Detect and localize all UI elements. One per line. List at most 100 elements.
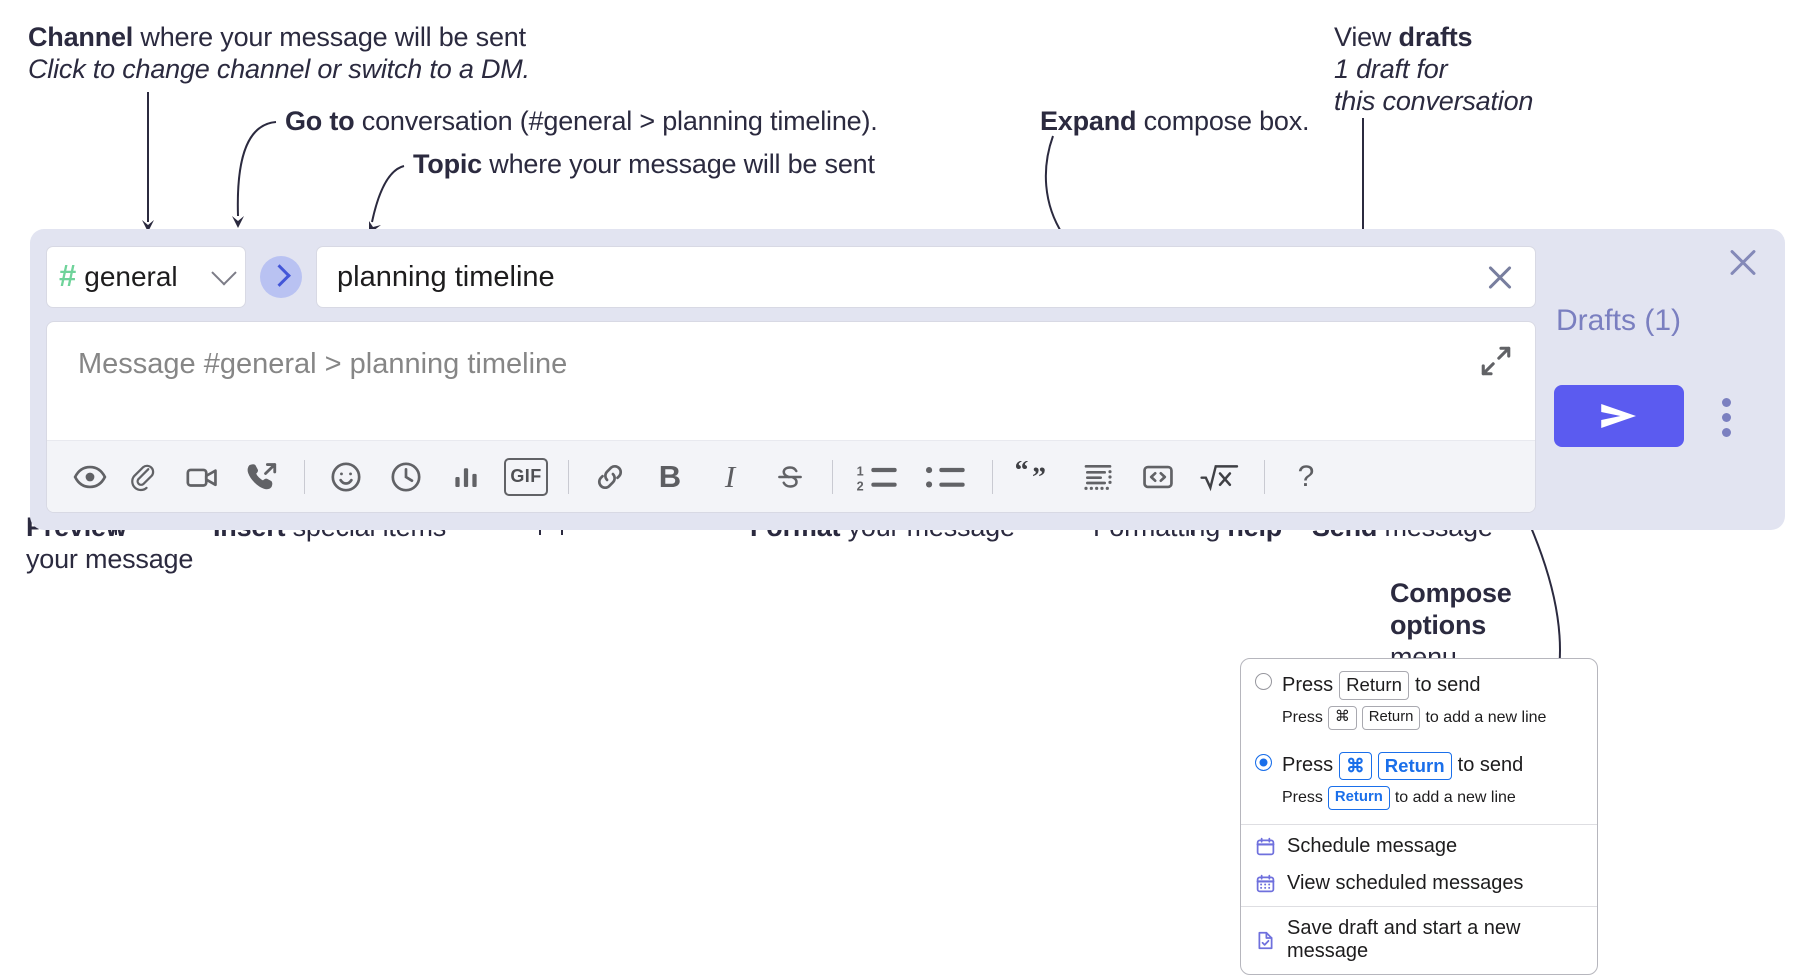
close-icon[interactable] (1725, 245, 1761, 281)
annotation-drafts-line1: View drafts (1334, 22, 1473, 54)
annotation-channel-title-rest: where your message will be sent (133, 22, 526, 52)
svg-text:1: 1 (857, 464, 864, 478)
code-block-icon[interactable] (1076, 455, 1120, 499)
annotation-topic-bold: Topic (413, 149, 482, 179)
compose-options-button[interactable] (1714, 392, 1738, 442)
annotation-compose-options-bold2: options (1390, 610, 1487, 640)
call-icon[interactable] (240, 455, 284, 499)
formatting-toolbar: GIF B I (47, 440, 1535, 512)
channel-name-label: general (84, 261, 178, 292)
annotation-channel-title-bold: Channel (28, 22, 134, 52)
annotation-expand-rest: compose box. (1136, 106, 1310, 136)
italic-icon[interactable]: I (708, 455, 752, 499)
link-icon[interactable] (588, 455, 632, 499)
dot-1 (1721, 397, 1731, 407)
drafts-link[interactable]: Drafts (1) (1556, 304, 1682, 337)
help-icon[interactable]: ? (1284, 455, 1328, 499)
toolbar-divider-2 (568, 459, 569, 494)
toolbar-divider-4 (992, 459, 993, 494)
toolbar-divider-1 (304, 459, 305, 494)
drafts-zone: Drafts (1) (1536, 229, 1785, 530)
menu-divider-1 (1241, 824, 1597, 826)
radio2-sub-prefix: Press (1282, 789, 1323, 807)
key-command: ⌘ (1327, 705, 1357, 730)
attachment-icon[interactable] (120, 455, 164, 499)
annotation-goto-rest: conversation (#general > planning timeli… (354, 106, 878, 136)
hash-icon: # (59, 258, 77, 293)
inline-code-icon[interactable] (1136, 455, 1180, 499)
annotation-drafts-bold: drafts (1398, 22, 1473, 52)
send-button[interactable] (1554, 385, 1684, 447)
radio2-prefix: Press (1282, 754, 1334, 777)
toolbar-divider-5 (1264, 459, 1265, 494)
menu-option-cmd-return-to-send[interactable]: Press ⌘ Return to send (1241, 740, 1597, 783)
annotation-channel-title: Channel where your message will be sent (28, 22, 526, 54)
menu-item-view-scheduled-messages[interactable]: View scheduled messages (1241, 865, 1597, 902)
strikethrough-icon[interactable] (768, 455, 812, 499)
italic-label: I (724, 458, 736, 494)
radio2-suffix: to send (1457, 754, 1524, 777)
expand-compose-icon[interactable] (1479, 344, 1513, 378)
menu-item-save-draft[interactable]: Save draft and start a new message (1241, 907, 1597, 974)
video-icon[interactable] (180, 455, 224, 499)
save-draft-icon (1255, 930, 1276, 951)
annotation-goto-bold: Go to (285, 106, 355, 136)
radio-return-to-send[interactable] (1255, 673, 1272, 690)
message-box[interactable]: Message #general > planning timeline (46, 321, 1536, 513)
calendar-grid-icon (1255, 873, 1276, 894)
svg-text:2: 2 (857, 479, 864, 493)
chevron-right-icon (268, 264, 291, 287)
radio1-prefix: Press (1282, 673, 1334, 696)
toolbar-divider-3 (832, 459, 833, 494)
key-return: Return (1339, 671, 1409, 700)
svg-text:”: ” (1032, 462, 1046, 493)
svg-text:“: “ (1016, 461, 1029, 487)
poll-icon[interactable] (444, 455, 488, 499)
emoji-icon[interactable] (324, 455, 368, 499)
gif-icon[interactable]: GIF (504, 455, 548, 499)
go-to-conversation-button[interactable] (260, 256, 302, 298)
radio2-sub-suffix: to add a new line (1394, 789, 1516, 807)
bold-icon[interactable]: B (648, 455, 692, 499)
radio-cmd-return-to-send[interactable] (1255, 753, 1272, 771)
annotation-compose-options-line2: options (1390, 610, 1486, 642)
topic-field[interactable]: planning timeline (316, 246, 1536, 308)
key-return-sub: Return (1361, 705, 1421, 730)
key-return-2: Return (1377, 751, 1452, 781)
radio1-sublabel: Press ⌘ Return to add a new line (1241, 702, 1597, 740)
menu-item-schedule-message[interactable]: Schedule message (1241, 825, 1597, 865)
annotation-topic: Topic where your message will be sent (413, 149, 875, 181)
help-label: ? (1297, 459, 1315, 493)
message-input[interactable]: Message #general > planning timeline (78, 348, 568, 380)
annotation-channel-sub: Click to change channel or switch to a D… (28, 54, 530, 84)
menu-option-return-to-send[interactable]: Press Return to send (1241, 659, 1597, 702)
clock-icon[interactable] (384, 455, 428, 499)
chevron-down-icon (211, 260, 237, 286)
math-icon[interactable] (1196, 455, 1244, 499)
annotation-drafts-line2: 1 draft for (1334, 54, 1448, 84)
menu-item-label: Save draft and start a new message (1287, 917, 1521, 963)
clear-topic-icon[interactable] (1483, 260, 1517, 294)
menu-item-label: Schedule message (1287, 835, 1458, 858)
dot-2 (1721, 412, 1731, 422)
bold-label: B (658, 458, 682, 494)
send-arrow-icon (1601, 403, 1636, 429)
annotation-preview-line2: your message (26, 544, 194, 574)
channel-picker[interactable]: # general (46, 246, 246, 308)
topic-input[interactable]: planning timeline (337, 260, 555, 293)
key-return-sub-2: Return (1327, 786, 1390, 811)
annotation-compose-options-bold1: Compose (1390, 578, 1512, 608)
compose-options-menu: Press Return to send Press ⌘ Return to a… (1240, 658, 1598, 975)
ordered-list-icon[interactable]: 1 2 (852, 455, 904, 499)
annotation-drafts-line3: this conversation (1334, 86, 1534, 116)
blockquote-icon[interactable]: “ ” (1012, 455, 1060, 499)
annotation-goto: Go to conversation (#general > planning … (285, 106, 878, 138)
annotation-expand: Expand compose box. (1040, 106, 1310, 138)
annotation-compose-options-line1: Compose (1390, 578, 1512, 610)
menu-divider-2 (1241, 906, 1597, 908)
compose-header-row: # general planning timeline (46, 245, 1536, 309)
preview-icon[interactable] (68, 455, 112, 499)
radio1-suffix: to send (1414, 673, 1481, 696)
key-command-2: ⌘ (1339, 751, 1372, 781)
bulleted-list-icon[interactable] (920, 455, 972, 499)
